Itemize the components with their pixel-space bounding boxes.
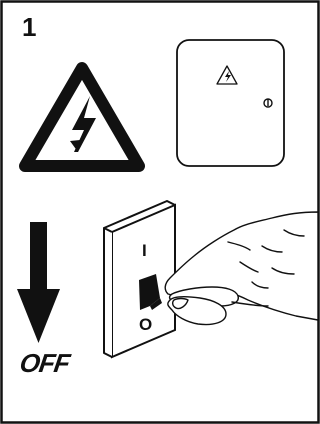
switch-off-mark: O xyxy=(139,316,152,333)
hand-icon xyxy=(165,212,318,325)
small-high-voltage-icon xyxy=(217,66,237,84)
electrical-box xyxy=(177,40,284,166)
off-label: OFF xyxy=(18,350,71,376)
high-voltage-warning-icon xyxy=(25,68,139,166)
down-arrow-icon xyxy=(17,222,60,343)
power-symbol-icon xyxy=(264,99,272,107)
step-number: 1 xyxy=(22,14,36,40)
switch-on-mark: I xyxy=(142,242,147,259)
